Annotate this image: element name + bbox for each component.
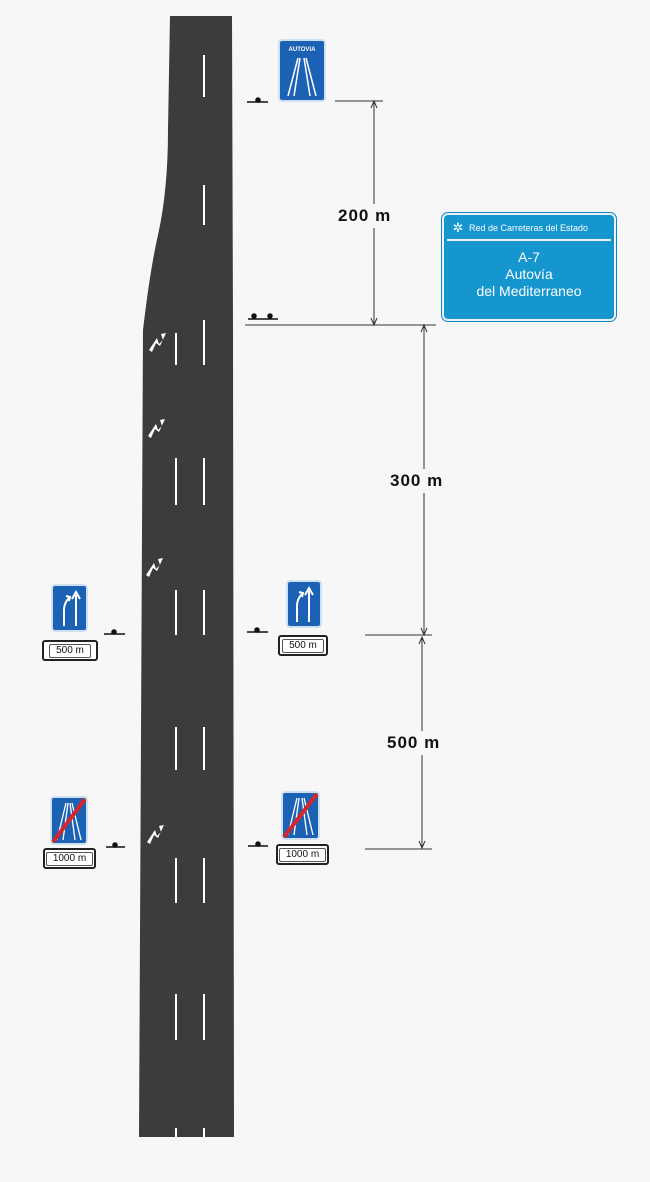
cancel-slash-icon — [282, 792, 319, 839]
plate-text: 500 m — [282, 639, 324, 653]
plate-text: 1000 m — [45, 852, 94, 866]
merge-arrow-icon — [147, 825, 164, 844]
lane-markings — [175, 55, 205, 1137]
lane-end-icon — [63, 589, 81, 626]
route-name-line2: del Mediterraneo — [476, 283, 582, 299]
route-name-line1: Autovía — [505, 266, 553, 282]
distance-label-200: 200 m — [334, 204, 396, 228]
distance-plate: 500 m — [278, 635, 328, 656]
autovia-sign-text: AUTOVIA — [289, 47, 317, 53]
plate-text: 500 m — [49, 644, 91, 658]
distance-label-500: 500 m — [383, 731, 445, 755]
cancel-slash-icon — [51, 797, 87, 844]
distance-label-300: 300 m — [386, 469, 448, 493]
network-name: Red de Carreteras del Estado — [469, 223, 589, 233]
network-logo-icon: ✲ — [452, 220, 464, 235]
distance-plate: 500 m — [42, 640, 98, 661]
route-number: A-7 — [518, 249, 540, 265]
lane-end-sign-left — [51, 584, 88, 632]
autovia-start-sign: AUTOVIA — [278, 39, 326, 102]
route-info-sign: ✲ Red de Carreteras del Estado A-7 Autov… — [442, 213, 616, 321]
merge-arrow-icon — [148, 419, 165, 438]
road-asphalt — [139, 16, 234, 1137]
autovia-end-sign-left — [50, 796, 88, 845]
info-sign-header: ✲ Red de Carreteras del Estado — [447, 218, 611, 241]
lane-end-sign-right — [286, 580, 322, 628]
merge-arrow-icon — [149, 333, 166, 352]
lane-arrows — [146, 333, 166, 844]
distance-plate: 1000 m — [276, 844, 329, 865]
merge-arrow-icon — [146, 558, 163, 577]
autovia-end-sign-right — [281, 791, 320, 840]
sign-posts — [104, 97, 278, 848]
distance-plate: 1000 m — [43, 848, 96, 869]
lane-end-icon — [296, 585, 314, 622]
motorway-icon — [287, 57, 317, 97]
info-sign-body: A-7 Autovía del Mediterraneo — [444, 249, 614, 300]
plate-text: 1000 m — [278, 848, 327, 862]
